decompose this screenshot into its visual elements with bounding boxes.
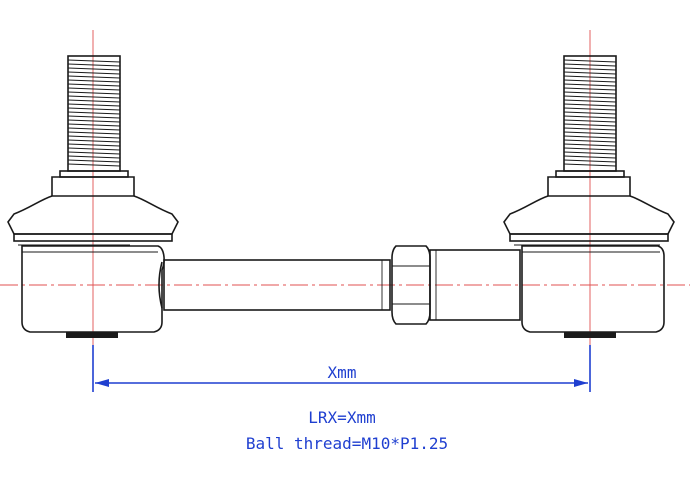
thread-line: [67, 123, 121, 127]
right-ball-joint: [503, 55, 675, 338]
thread-line: [67, 83, 121, 87]
thread-line: [563, 135, 617, 139]
thread-line: [67, 147, 121, 151]
thread-line: [67, 91, 121, 95]
thread-line: [563, 143, 617, 147]
thread-line: [67, 127, 121, 131]
thread-line: [563, 111, 617, 115]
left-ball-joint: [7, 55, 179, 338]
right-bottom-cap: [564, 332, 616, 338]
dimension-label: Xmm: [328, 363, 357, 382]
left-neck-collar: [59, 170, 129, 178]
thread-line: [563, 119, 617, 123]
thread-line: [67, 63, 121, 67]
thread-note: Ball thread=M10*P1.25: [246, 434, 448, 453]
thread-line: [563, 123, 617, 127]
thread-line: [563, 67, 617, 71]
thread-line: [67, 59, 121, 63]
length-note: LRX=Xmm: [308, 408, 375, 427]
left-flange-lower: [13, 233, 173, 242]
thread-line: [563, 115, 617, 119]
thread-line: [563, 71, 617, 75]
right-housing: [521, 245, 665, 333]
thread-line: [563, 83, 617, 87]
thread-line: [67, 139, 121, 143]
thread-line: [563, 87, 617, 91]
thread-line: [563, 107, 617, 111]
centerlines: [0, 30, 690, 345]
thread-line: [67, 99, 121, 103]
dimension-arrow-right: [574, 379, 588, 387]
thread-line: [67, 107, 121, 111]
thread-line: [67, 163, 121, 167]
thread-line: [67, 155, 121, 159]
thread-line: [563, 151, 617, 155]
thread-line: [67, 111, 121, 115]
length-dimension: Xmm: [92, 345, 591, 392]
thread-line: [67, 151, 121, 155]
right-threaded-stud: [563, 55, 617, 172]
thread-line: [563, 91, 617, 95]
thread-line: [67, 131, 121, 135]
thread-line: [563, 63, 617, 67]
left-bottom-cap: [66, 332, 118, 338]
left-threaded-stud: [67, 55, 121, 172]
left-thread-lines: [67, 59, 121, 167]
right-thread-lines: [563, 59, 617, 167]
thread-line: [563, 79, 617, 83]
drawing-notes: LRX=Xmm Ball thread=M10*P1.25: [246, 408, 448, 453]
thread-line: [563, 103, 617, 107]
thread-line: [67, 95, 121, 99]
right-flange-upper: [547, 176, 631, 197]
rod-sleeve: [429, 249, 521, 321]
thread-line: [563, 163, 617, 167]
thread-line: [67, 143, 121, 147]
thread-line: [563, 75, 617, 79]
thread-line: [67, 67, 121, 71]
thread-line: [67, 115, 121, 119]
thread-line: [67, 71, 121, 75]
left-housing: [21, 245, 165, 333]
thread-line: [67, 159, 121, 163]
dimension-arrow-left: [95, 379, 109, 387]
thread-line: [563, 147, 617, 151]
thread-line: [67, 103, 121, 107]
thread-line: [563, 59, 617, 63]
thread-line: [67, 119, 121, 123]
thread-line: [563, 95, 617, 99]
thread-line: [563, 127, 617, 131]
link-rod: [158, 245, 521, 325]
thread-line: [67, 75, 121, 79]
thread-line: [67, 79, 121, 83]
thread-line: [67, 135, 121, 139]
thread-line: [563, 99, 617, 103]
thread-line: [67, 87, 121, 91]
thread-line: [563, 159, 617, 163]
rod-left-shoulder: [158, 261, 163, 309]
thread-line: [563, 131, 617, 135]
right-dust-boot: [503, 195, 675, 235]
thread-line: [563, 139, 617, 143]
thread-line: [563, 155, 617, 159]
rod-shaft: [163, 259, 391, 311]
right-flange-lower: [509, 233, 669, 242]
